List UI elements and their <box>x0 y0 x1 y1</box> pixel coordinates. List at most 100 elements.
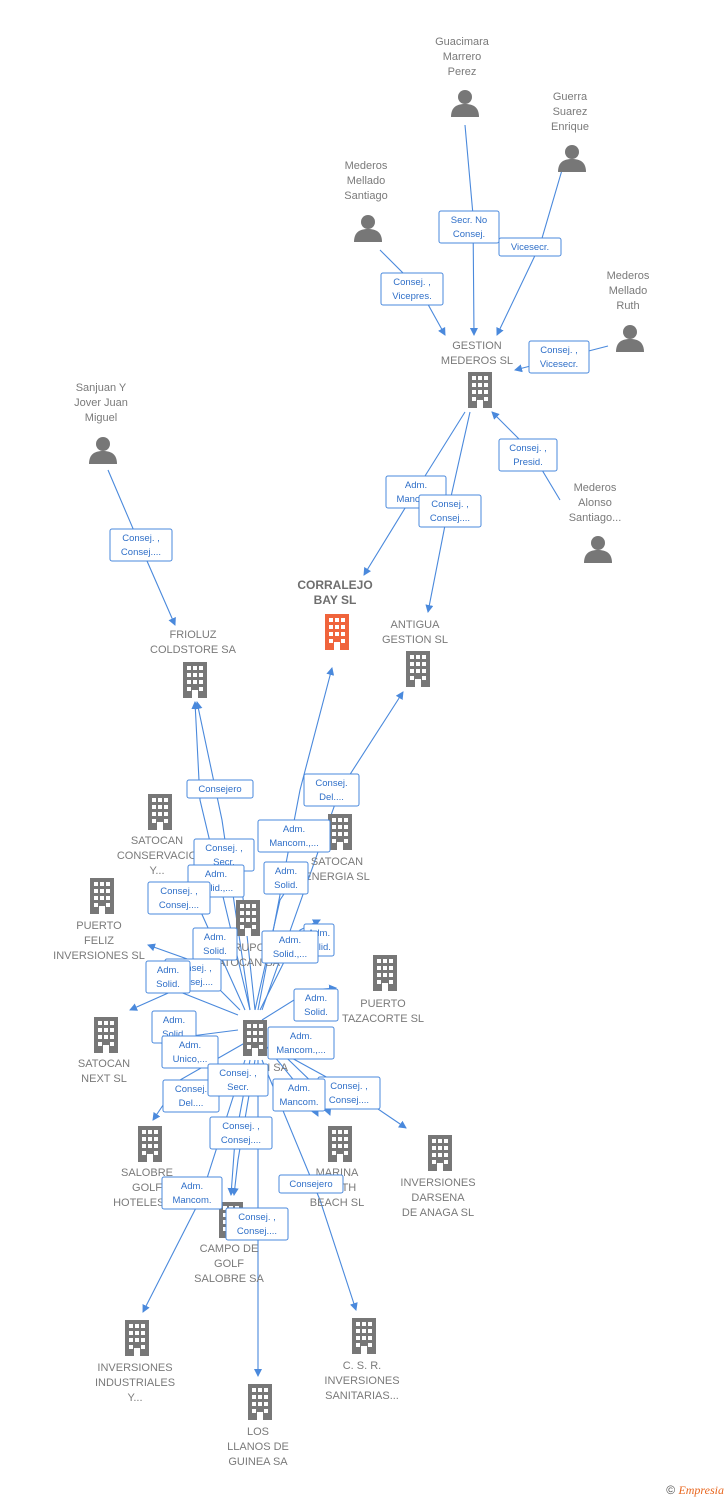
edge-role-label[interactable]: Consej. ,Consej.... <box>209 1116 273 1150</box>
brand-logo-text[interactable]: Empresia <box>678 1483 724 1497</box>
node-label-line: C. S. R. <box>343 1360 382 1372</box>
node-label-line: SALOBRE <box>121 1167 173 1179</box>
edge-role-label[interactable]: Adm.Mancom. <box>272 1078 326 1112</box>
edge-role-label[interactable]: Consej.Del.... <box>303 773 360 807</box>
node-inv-industriales[interactable]: INVERSIONESINDUSTRIALESY... <box>95 1320 175 1404</box>
person-icon <box>584 536 612 563</box>
node-label-line: Santiago <box>344 190 387 202</box>
edge-role-label[interactable]: Consej. ,Secr. <box>193 838 255 872</box>
edge-line <box>259 919 321 1011</box>
edge-line <box>194 701 251 1011</box>
node-label-line: NEXT SL <box>81 1073 127 1085</box>
node-label-line: GOLF <box>132 1182 162 1194</box>
edge-label-text: Consej.... <box>430 513 470 524</box>
node-label-line: GOLF <box>214 1258 244 1270</box>
node-marina-south[interactable]: MARINASOUTHBEACH SL <box>310 1126 364 1209</box>
node-label-line: GUINEA SA <box>228 1456 288 1468</box>
edge-label-text: Mancom. <box>172 1195 211 1206</box>
edge-role-label[interactable]: Vicesecr. <box>498 237 562 257</box>
edge-label-text: Mancom.,... <box>276 1045 326 1056</box>
building-highlight-icon <box>325 614 349 650</box>
edge-label-text: Consejero <box>198 784 241 795</box>
edge-label-box <box>303 773 360 807</box>
edge-label-text: Del.... <box>179 1098 204 1109</box>
edge-label-box <box>418 494 482 528</box>
edge-role-label[interactable]: Consej.Del.... <box>162 1079 220 1113</box>
edge-label-text: Presid. <box>513 457 543 468</box>
edge-role-label[interactable]: Adm.Solid. <box>293 988 339 1022</box>
edge-label-text: Consej. , <box>238 1212 276 1223</box>
nodes-layer: GuacimaraMarreroPerezGuerraSuarezEnrique… <box>53 36 650 1468</box>
person-icon <box>354 215 382 242</box>
edge-label-text: Consej. <box>315 778 347 789</box>
edge-label-text: Consej.... <box>121 547 161 558</box>
edge-role-label[interactable]: Adm.Solid. <box>192 927 238 961</box>
edge-label-box <box>278 1174 344 1194</box>
edge-label-text: Adm. <box>308 928 330 939</box>
edge-role-label[interactable]: Adm.Mancom.,... <box>257 819 331 853</box>
edge-label-text: Consej. , <box>222 1121 260 1132</box>
edge-role-label[interactable]: Adm.Mancom. <box>161 1176 223 1210</box>
node-label-line: INDUSTRIALES <box>95 1377 175 1389</box>
node-label-line: SALOBRE SA <box>194 1273 264 1285</box>
edge-role-label[interactable]: Adm.Solid. <box>145 960 191 994</box>
edge-label-text: Consejero <box>289 1179 332 1190</box>
edge-label-text: Adm. <box>157 965 179 976</box>
building-icon <box>94 1017 118 1053</box>
edge-role-label[interactable]: Adm. Mancom.,... <box>267 1026 335 1060</box>
edge-label-text: Adm. <box>204 932 226 943</box>
edge-role-label[interactable]: Consej. ,Consej.... <box>418 494 482 528</box>
edge-label-box <box>186 779 254 799</box>
edge-label-text: Vicesecr. <box>540 359 578 370</box>
edge-role-label[interactable]: Adm.Solid.,... <box>261 930 319 964</box>
edge-role-label[interactable]: Consejero <box>186 779 254 799</box>
edge-role-label[interactable]: Consej. ,Secr. <box>207 1063 269 1097</box>
node-csr[interactable]: C. S. R.INVERSIONESSANITARIAS... <box>324 1318 400 1402</box>
node-label-line: Alonso <box>578 497 612 509</box>
node-label-line: SANITARIAS... <box>325 1390 399 1402</box>
node-label-line: ENERGIA SL <box>304 871 369 883</box>
edge-label-text: Consej. , <box>393 277 431 288</box>
edge-label-box <box>257 819 331 853</box>
footer-credit: © Empresia <box>666 1483 724 1498</box>
node-satocan-conserv[interactable]: SATOCANCONSERVACIOY... <box>117 794 198 877</box>
node-label-line: Mederos <box>345 160 388 172</box>
node-label-line: PUERTO <box>360 998 406 1010</box>
edge-role-label[interactable]: Consej. ,Consej.... <box>109 528 173 562</box>
edge-role-label[interactable]: Consej. ,Vicepres. <box>380 272 444 306</box>
edge-role-label[interactable]: Consej. ,Vicesecr. <box>528 340 590 374</box>
edge-role-label[interactable]: Adm.Solid. <box>263 861 309 895</box>
node-mederos-alonso[interactable]: MederosAlonsoSantiago... <box>569 482 622 563</box>
edge-role-label[interactable]: Consej. ,Consej.... <box>317 1076 381 1110</box>
edge-label-box <box>498 438 558 472</box>
edge-role-label[interactable]: Consejero <box>278 1174 344 1194</box>
edge-label-text: Solid. <box>304 1007 328 1018</box>
edge-role-label[interactable]: Consej. ,Presid. <box>498 438 558 472</box>
edge-label-text: Solid.,... <box>199 883 233 894</box>
node-label-line: Mederos <box>607 270 650 282</box>
edge-label-text: Adm. <box>290 1031 312 1042</box>
edge-role-label[interactable]: Adm.Unico,... <box>161 1035 219 1069</box>
building-icon <box>248 1384 272 1420</box>
edge-role-label[interactable]: Consej. ,Consej.... <box>147 881 211 915</box>
edge-role-label[interactable]: Consej. ,Consej.... <box>225 1207 289 1241</box>
person-icon <box>451 90 479 117</box>
